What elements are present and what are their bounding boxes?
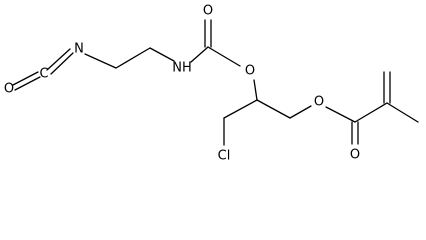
- atom-methacrylate-ester-o: O: [314, 95, 324, 110]
- bond-nh-carbonyl-c: [190, 46, 209, 63]
- bond-ch2-o: [289, 105, 312, 119]
- bond-c-n-double-b: [50, 52, 74, 75]
- atom-carbamate-carbonyl-o: O: [203, 4, 213, 19]
- bond-ch2-ch2: [115, 47, 151, 69]
- bond-o-ch: [253, 79, 258, 101]
- bond-methyl: [386, 102, 419, 123]
- bond-o-c-double-a: [12, 71, 39, 86]
- structure-diagram: O C N NH O O Cl O O: [4, 4, 419, 164]
- bond-layer: [12, 19, 419, 146]
- atom-chlorine: Cl: [218, 149, 231, 164]
- bond-o-c-double-b: [14, 76, 41, 91]
- bond-n-ch2: [84, 53, 117, 69]
- atom-carbamate-ester-o: O: [245, 64, 255, 79]
- molecule-drawing: O C N NH O O Cl O O: [4, 4, 419, 164]
- bond-c-n-double-a: [46, 48, 71, 71]
- atom-methacrylate-carbonyl-o: O: [350, 148, 360, 163]
- atom-isocyanate-o: O: [4, 82, 14, 97]
- atom-isocyanate-n: N: [74, 42, 84, 57]
- bond-o-ester-c: [325, 106, 356, 123]
- bond-ch2-nh: [149, 47, 175, 62]
- bond-ch-ch2o: [256, 99, 291, 119]
- bond-carbonyl-c-o: [207, 46, 241, 67]
- atom-isocyanate-c: C: [39, 67, 48, 82]
- atom-carbamate-nh: NH: [172, 61, 192, 76]
- atom-layer: O C N NH O O Cl O O: [4, 4, 360, 164]
- bond-ch-ch2cl: [223, 99, 258, 119]
- bond-ester-c-alpha-c: [354, 102, 388, 123]
